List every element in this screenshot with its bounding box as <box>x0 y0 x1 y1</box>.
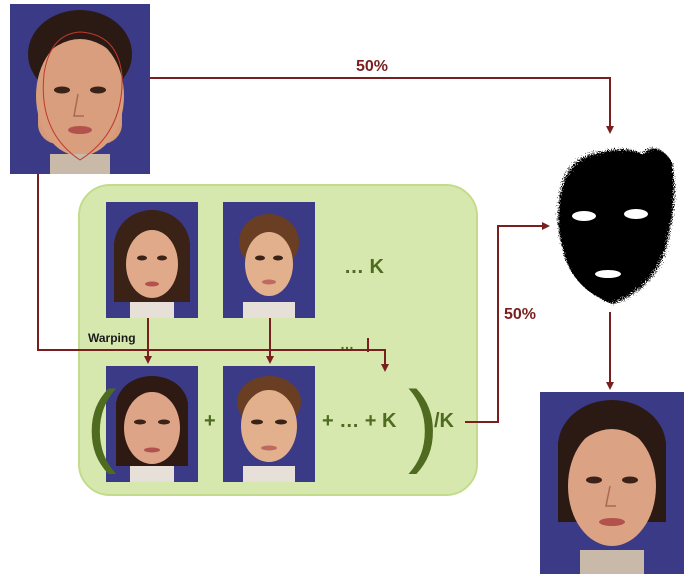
arrow-input-to-mask <box>150 77 614 134</box>
warped-face-2 <box>223 366 315 482</box>
arrow-input-to-warp <box>37 174 389 372</box>
plus-sign: + <box>204 410 216 432</box>
top-weight-label: 50% <box>356 58 389 75</box>
side-weight-label: 50% <box>504 306 537 323</box>
arrow-average-to-mask <box>465 222 550 423</box>
output-face-photo <box>540 392 684 574</box>
open-paren: ( <box>86 373 117 475</box>
warped-face-1 <box>106 366 198 482</box>
warp-ellipsis: … <box>340 336 354 352</box>
training-face-2 <box>223 202 315 318</box>
divide-by-k: /K <box>434 410 454 432</box>
face-mask <box>540 138 684 310</box>
k-samples-label: … K <box>344 256 384 278</box>
training-face-1 <box>106 202 198 318</box>
warping-label: Warping <box>88 331 136 345</box>
sum-tail: + … + K <box>322 410 397 432</box>
close-paren: ) <box>408 373 439 475</box>
input-face-photo <box>10 4 150 174</box>
